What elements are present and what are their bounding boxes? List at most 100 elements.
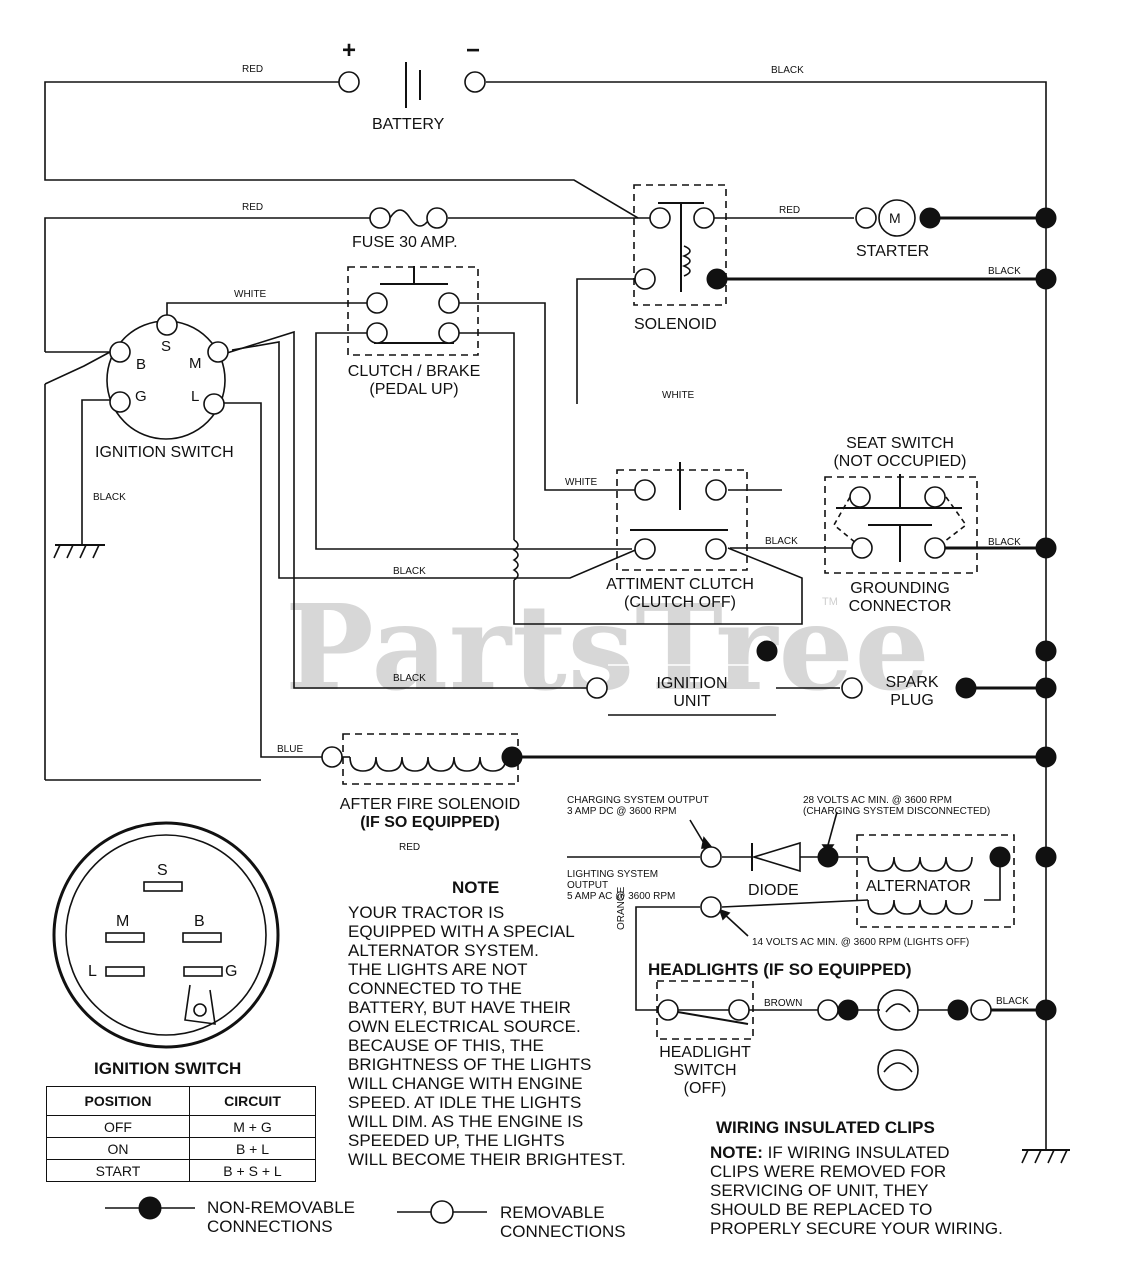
wire-white-clutch — [459, 302, 635, 491]
switch-terminal-s — [156, 314, 178, 336]
wire-label-black: BLACK — [988, 537, 1021, 548]
battery-minus-terminal — [464, 71, 486, 93]
table-cell: OFF — [46, 1115, 190, 1138]
arrow-14v-head — [718, 908, 731, 921]
ground-hatch — [66, 544, 74, 559]
wire-label-black: BLACK — [93, 492, 126, 503]
table-cell: START — [46, 1159, 190, 1182]
face-g-label: G — [225, 963, 238, 980]
after-fire-terminal — [321, 746, 343, 768]
switch-terminal-b — [109, 341, 131, 363]
volts14-note: 14 VOLTS AC MIN. @ 3600 RPM (LIGHTS OFF) — [752, 937, 970, 948]
terminal-b-label: B — [136, 356, 147, 373]
att-terminal — [705, 538, 727, 560]
switch-face-outer — [52, 821, 280, 1049]
face-m-label: M — [116, 913, 130, 930]
headlight-terminal — [970, 999, 992, 1021]
after-fire-coil — [349, 756, 507, 772]
slot-l — [105, 966, 145, 977]
starter-terminal — [855, 207, 877, 229]
table-cell: B + L — [188, 1137, 317, 1160]
starter-m-label: M — [889, 210, 901, 226]
terminal-g-label: G — [135, 388, 147, 405]
alternator-coil-bottom — [867, 899, 973, 915]
seat-terminal — [924, 537, 946, 559]
face-s-label: S — [157, 862, 168, 879]
ground-hatch — [92, 544, 100, 559]
solenoid-terminal — [634, 268, 656, 290]
after-fire-box — [342, 733, 519, 785]
alternator-coil-top — [867, 856, 973, 872]
wire-label-black: BLACK — [988, 266, 1021, 277]
wire-orange — [635, 906, 740, 1011]
battery-label: BATTERY — [372, 116, 445, 133]
frame-node — [1035, 537, 1057, 559]
headlight-lamp-2 — [877, 1049, 919, 1091]
wire-clutch-left — [315, 332, 632, 550]
wire-label-black: BLACK — [996, 996, 1029, 1007]
clutch-terminal — [438, 292, 460, 314]
frame-node — [1035, 268, 1057, 290]
clips-body: NOTE: IF WIRING INSULATED CLIPS WERE REM… — [710, 1143, 1003, 1238]
headlight-filament-1 — [885, 1003, 911, 1013]
slot-b — [182, 932, 222, 943]
wire-label-black: BLACK — [771, 65, 804, 76]
seat-right-link — [935, 496, 968, 549]
attachment-clutch-box — [616, 469, 748, 571]
starter-label: STARTER — [856, 243, 930, 260]
seat-terminal — [924, 486, 946, 508]
clutch-terminal — [438, 322, 460, 344]
battery-plus-sign: + — [342, 37, 357, 64]
slot-m — [105, 932, 145, 943]
wire-label-black: BLACK — [393, 566, 426, 577]
headlight-terminal — [817, 999, 839, 1021]
seat-left-link — [832, 496, 863, 549]
position-table: POSITION CIRCUIT OFF M + G ON B + L STAR… — [46, 1086, 317, 1182]
slot-s — [143, 881, 183, 892]
wire-crossover — [512, 539, 519, 581]
arrow-output — [689, 819, 706, 846]
terminal-m-label: M — [189, 355, 202, 372]
wire-black-ground — [81, 399, 115, 545]
after-fire-solenoid-label: AFTER FIRE SOLENOID(IF SO EQUIPPED) — [339, 796, 521, 831]
switch-terminal-l — [203, 393, 225, 415]
legend-removable-dot — [430, 1200, 454, 1224]
headlight-node — [837, 999, 859, 1021]
table-cell: ON — [46, 1137, 190, 1160]
switch-key-tab — [184, 984, 216, 1025]
switch-key-hole — [193, 1003, 207, 1017]
ignition-switch-label: IGNITION SWITCH — [95, 444, 234, 461]
wire-clutch-down — [513, 547, 803, 625]
clutch-brake-label: CLUTCH / BRAKE(PEDAL UP) — [347, 363, 481, 398]
headlight-node — [947, 999, 969, 1021]
seat-switch-label: SEAT SWITCH(NOT OCCUPIED) — [833, 435, 967, 470]
face-b-label: B — [194, 913, 205, 930]
att-terminal — [634, 538, 656, 560]
wire-clutch-right — [459, 332, 515, 540]
table-row: START B + S + L — [46, 1159, 317, 1182]
wire-white-ign — [166, 302, 377, 323]
lighting-output-terminal — [700, 896, 722, 918]
wire-red-top — [44, 81, 639, 219]
wire-m-black — [231, 341, 641, 579]
ground-hatch — [1034, 1149, 1042, 1164]
frame-node — [1035, 677, 1057, 699]
wire-red-fuse — [44, 217, 370, 352]
after-fire-node — [501, 746, 523, 768]
headlight-switch-terminal — [728, 999, 750, 1021]
table-row: ON B + L — [46, 1137, 317, 1160]
wire-label-white: WHITE — [662, 390, 695, 401]
ignition-unit-node — [756, 640, 778, 662]
battery-minus-sign: − — [466, 37, 481, 64]
headlight-filament-2 — [883, 1062, 913, 1073]
slot-g — [183, 966, 223, 977]
switch-terminal-g — [109, 391, 131, 413]
attachment-clutch-label: ATTIMENT CLUTCH(CLUTCH OFF) — [606, 576, 754, 611]
frame-node — [1035, 999, 1057, 1021]
alternator-label: ALTERNATOR — [866, 878, 971, 895]
